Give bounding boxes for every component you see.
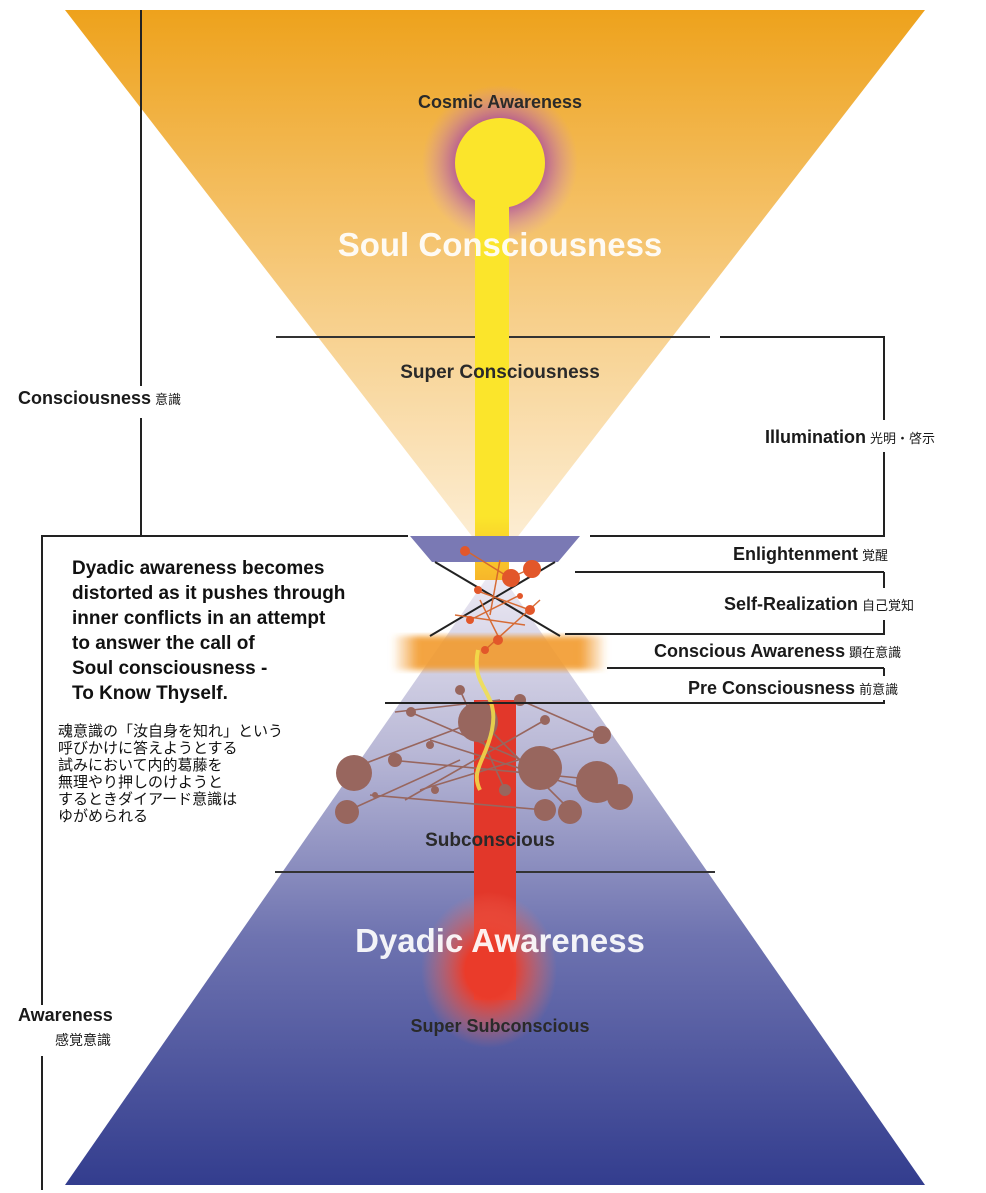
enlightenment-band xyxy=(410,536,580,562)
inner-conflict-nodes-lower xyxy=(335,685,633,824)
consciousness-label-ja: 意識 xyxy=(155,392,182,407)
awareness-bracket xyxy=(41,535,408,1190)
dyadic-note-ja: 魂意識の「汝自身を知れ」という 呼びかけに答えようとする 試みにおいて内的葛藤を… xyxy=(58,723,283,825)
dyadic-note-ja-line: 無理やり押しのけようと xyxy=(58,774,224,791)
dyadic-note-ja-line: 魂意識の「汝自身を知れ」という xyxy=(58,723,284,740)
dyadic-note-ja-line: するときダイアード意識は xyxy=(58,791,238,808)
inner-conflict-nodes-upper xyxy=(460,546,541,654)
pre-consciousness-label-en: Pre Consciousness xyxy=(688,678,856,698)
yellow-beam xyxy=(475,160,509,580)
soul-consciousness-title: Soul Consciousness xyxy=(337,226,663,263)
illumination-label-en: Illumination xyxy=(765,427,866,447)
subconscious-label: Subconscious xyxy=(425,830,555,851)
yellow-filament xyxy=(474,649,496,791)
illumination-bracket xyxy=(590,336,885,537)
conscious-awareness-label-en: Conscious Awareness xyxy=(654,641,846,661)
conscious-awareness-label-ja: 顕在意識 xyxy=(849,645,902,660)
enlightenment-label: Enlightenment 覚醒 xyxy=(733,544,888,565)
dyadic-note-line: to answer the call of xyxy=(72,633,255,654)
pre-consciousness-label-ja: 前意識 xyxy=(859,682,899,697)
consciousness-label-en: Consciousness xyxy=(18,388,152,408)
enlightenment-label-en: Enlightenment xyxy=(733,544,858,564)
self-realization-label-en: Self-Realization xyxy=(724,594,859,614)
dyadic-awareness-title: Dyadic Awareness xyxy=(355,922,645,959)
dyadic-note-line: inner conflicts in an attempt xyxy=(72,608,326,629)
illumination-label-ja: 光明・啓示 xyxy=(870,431,936,446)
red-glow xyxy=(421,892,557,1048)
dyadic-note-ja-line: 試みにおいて内的葛藤を xyxy=(58,757,223,774)
dyadic-note-line: To Know Thyself. xyxy=(72,683,228,704)
super-subconscious-label: Super Subconscious xyxy=(410,1016,590,1036)
illumination-label: Illumination 光明・啓示 xyxy=(765,427,935,448)
dyadic-note-en: Dyadic awareness becomes distorted as it… xyxy=(72,556,345,706)
conscious-awareness-bracket xyxy=(385,667,885,704)
super-consciousness-label: Super Consciousness xyxy=(400,362,600,383)
dyadic-note-line: distorted as it pushes through xyxy=(72,583,346,604)
dyadic-note-ja-line: ゆがめられる xyxy=(58,808,149,825)
self-realization-label-ja: 自己覚知 xyxy=(862,598,915,613)
dyadic-note-line: Soul consciousness - xyxy=(72,658,268,679)
self-realization-bracket xyxy=(565,572,885,635)
awareness-label-ja: 感覚意識 xyxy=(55,1032,111,1048)
dyadic-note-ja-line: 呼びかけに答えようとする xyxy=(58,740,238,757)
cosmic-awareness-label: Cosmic Awareness xyxy=(417,92,583,112)
awareness-label: Awareness xyxy=(18,1005,113,1025)
cosmic-sun xyxy=(455,118,545,208)
dyadic-note-line: Dyadic awareness becomes xyxy=(72,558,325,579)
enlightenment-label-ja: 覚醒 xyxy=(862,548,889,563)
